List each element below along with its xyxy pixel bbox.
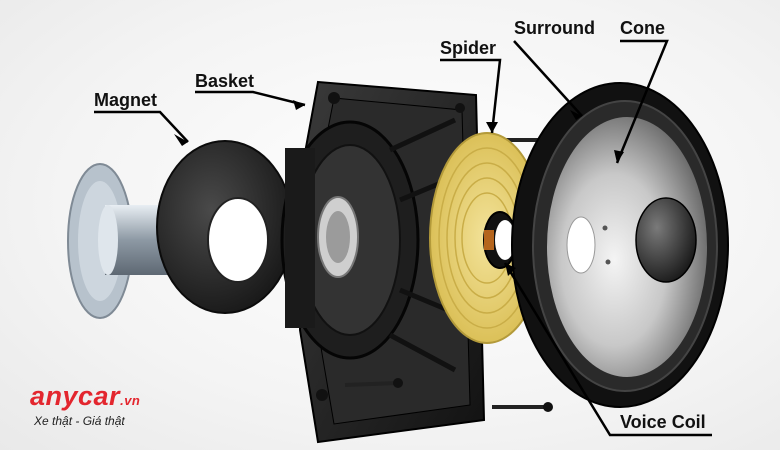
cone: [511, 82, 729, 408]
label-surround: Surround: [514, 18, 595, 38]
leader-voice-coil: [503, 262, 712, 437]
magnet: [156, 140, 294, 314]
brand-logo: anycar.vn Xe thật - Giá thật: [30, 383, 140, 429]
leader-magnet: [94, 110, 189, 143]
leader-basket: [195, 90, 306, 107]
leader-arrowheads: [174, 100, 624, 276]
leader-lines: [94, 39, 712, 437]
leader-spider: [440, 58, 502, 134]
label-magnet: Magnet: [94, 90, 157, 110]
pole-piece: [67, 163, 190, 319]
logo-name: anycar: [30, 381, 121, 411]
label-voice-coil: Voice Coil: [620, 412, 706, 432]
logo-suffix: .vn: [120, 393, 141, 408]
label-spider: Spider: [440, 38, 497, 58]
logo-tagline: Xe thật - Giá thật: [34, 414, 125, 428]
leader-cone: [615, 39, 669, 164]
label-cone: Cone: [620, 18, 665, 38]
leader-surround: [513, 40, 583, 117]
mounting-screws: [344, 135, 553, 412]
label-basket: Basket: [195, 71, 255, 91]
logo-wordmark: anycar.vn: [30, 383, 140, 410]
